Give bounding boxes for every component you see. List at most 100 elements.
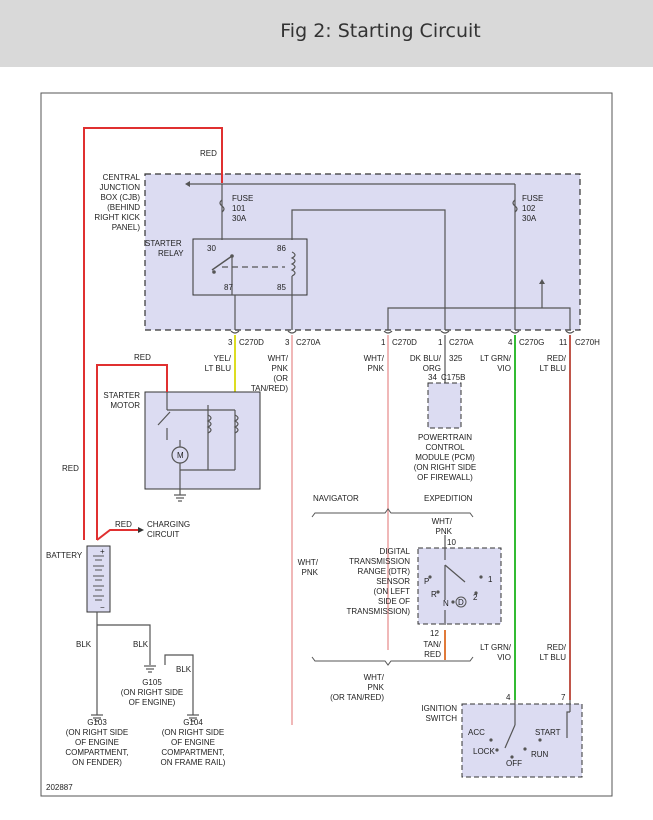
svg-text:30: 30 — [207, 244, 216, 253]
pcm-pin: 34 — [428, 373, 437, 382]
svg-text:SENSOR: SENSOR — [376, 577, 410, 586]
svg-text:OF ENGINE): OF ENGINE) — [129, 698, 176, 707]
battery-plus: + — [100, 547, 105, 556]
svg-text:WHT/: WHT/ — [268, 354, 289, 363]
figure-id: 202887 — [46, 783, 73, 792]
red-motor-label: RED — [134, 353, 151, 362]
pcm-connector: C175B — [441, 373, 465, 382]
charging-circuit-label: CHARGING CIRCUIT — [147, 520, 190, 539]
svg-text:(ON LEFT: (ON LEFT — [374, 587, 411, 596]
dtr-positions: P R N D 1 2 — [424, 575, 493, 608]
svg-text:LT BLU: LT BLU — [540, 653, 567, 662]
svg-text:1: 1 — [438, 338, 443, 347]
svg-text:3: 3 — [285, 338, 290, 347]
g104-label: G104 (ON RIGHT SIDE OF ENGINE COMPARTMEN… — [161, 718, 226, 767]
svg-text:101: 101 — [232, 204, 246, 213]
svg-text:FUSE: FUSE — [232, 194, 253, 203]
svg-text:(OR: (OR — [273, 374, 288, 383]
cjb-label: CENTRAL JUNCTION BOX (CJB) (BEHIND RIGHT… — [94, 173, 140, 232]
svg-text:3: 3 — [228, 338, 233, 347]
svg-text:(ON RIGHT SIDE: (ON RIGHT SIDE — [414, 463, 477, 472]
ignition-switch-box — [461, 703, 583, 778]
battery-box — [86, 545, 111, 613]
svg-text:ON FENDER): ON FENDER) — [72, 758, 122, 767]
connector-labels: 3 C270D 3 C270A 1 C270D 1 C270A 4 C270G … — [228, 338, 600, 347]
svg-text:PANEL): PANEL) — [112, 223, 141, 232]
svg-text:COMPARTMENT,: COMPARTMENT, — [65, 748, 128, 757]
svg-text:VIO: VIO — [497, 653, 511, 662]
relay-86-wire — [291, 209, 446, 330]
svg-text:START: START — [535, 728, 561, 737]
svg-text:OF ENGINE: OF ENGINE — [75, 738, 119, 747]
motor-ground-icon — [174, 489, 186, 502]
g103-label: G103 (ON RIGHT SIDE OF ENGINE COMPARTMEN… — [65, 718, 128, 767]
ignition-positions: ACC LOCK OFF RUN START — [468, 728, 561, 768]
dtr-label: DIGITAL TRANSMISSION RANGE (DTR) SENSOR … — [346, 547, 410, 616]
svg-text:(ON RIGHT SIDE: (ON RIGHT SIDE — [121, 688, 184, 697]
navigator-expedition-bracket-bottom — [311, 656, 474, 666]
starter-motor-internals — [157, 392, 239, 490]
starter-relay-box — [192, 238, 308, 296]
svg-text:PNK: PNK — [302, 568, 319, 577]
svg-text:RELAY: RELAY — [158, 249, 184, 258]
svg-text:TRANSMISSION: TRANSMISSION — [349, 557, 410, 566]
svg-text:ACC: ACC — [468, 728, 485, 737]
pcm-label: POWERTRAIN CONTROL MODULE (PCM) (ON RIGH… — [414, 433, 477, 482]
svg-text:LT GRN/: LT GRN/ — [480, 643, 512, 652]
battery-label: BATTERY — [46, 551, 83, 560]
svg-text:LT BLU: LT BLU — [205, 364, 232, 373]
svg-text:CHARGING: CHARGING — [147, 520, 190, 529]
svg-text:TAN/RED): TAN/RED) — [251, 384, 289, 393]
svg-text:(OR TAN/RED): (OR TAN/RED) — [330, 693, 384, 702]
svg-text:C270G: C270G — [519, 338, 544, 347]
figure-title: Fig 2: Starting Circuit — [280, 20, 481, 42]
ground-icons — [91, 665, 199, 722]
wire-labels: YEL/ LT BLU WHT/ PNK (OR TAN/RED) WHT/ P… — [205, 354, 567, 702]
svg-text:SWITCH: SWITCH — [425, 714, 457, 723]
svg-text:(ON RIGHT SIDE: (ON RIGHT SIDE — [66, 728, 129, 737]
ignition-contact-dots — [489, 738, 542, 759]
svg-text:DIGITAL: DIGITAL — [379, 547, 410, 556]
svg-text:LT GRN/: LT GRN/ — [480, 354, 512, 363]
svg-text:FUSE: FUSE — [522, 194, 543, 203]
connector-markers — [230, 330, 575, 334]
svg-text:R: R — [431, 590, 437, 599]
motor-symbol: M — [177, 451, 184, 460]
cjb-inner-bus — [387, 307, 571, 330]
svg-text:CENTRAL: CENTRAL — [103, 173, 141, 182]
svg-text:C270A: C270A — [296, 338, 321, 347]
svg-text:ORG: ORG — [423, 364, 441, 373]
svg-text:TRANSMISSION): TRANSMISSION) — [346, 607, 410, 616]
svg-text:OFF: OFF — [506, 759, 522, 768]
fuse102-label: FUSE 102 30A — [522, 194, 543, 223]
dtr-pin-bottom: 12 — [430, 629, 439, 638]
relay-30-dot — [212, 270, 216, 274]
ignition-pin-right: 7 — [561, 693, 566, 702]
svg-text:RED/: RED/ — [547, 354, 567, 363]
blk-label-1: BLK — [76, 640, 92, 649]
svg-text:2: 2 — [473, 593, 478, 602]
svg-text:G105: G105 — [142, 678, 162, 687]
svg-text:4: 4 — [508, 338, 513, 347]
svg-text:86: 86 — [277, 244, 286, 253]
svg-text:SIDE OF: SIDE OF — [378, 597, 410, 606]
svg-text:CONTROL: CONTROL — [425, 443, 465, 452]
svg-text:P: P — [424, 577, 429, 586]
svg-text:MODULE (PCM): MODULE (PCM) — [415, 453, 475, 462]
dtr-contact-dots — [428, 575, 483, 604]
svg-text:LOCK: LOCK — [473, 747, 495, 756]
starter-motor-box — [144, 391, 261, 490]
fuse102-icon — [512, 199, 518, 213]
svg-text:PNK: PNK — [436, 527, 453, 536]
red-top-wire — [83, 127, 223, 540]
svg-text:STARTER: STARTER — [103, 391, 140, 400]
svg-text:RED: RED — [424, 650, 441, 659]
svg-text:N: N — [443, 599, 449, 608]
svg-text:PNK: PNK — [368, 364, 385, 373]
svg-text:85: 85 — [277, 283, 286, 292]
pcm-box — [427, 382, 462, 429]
dtr-switch-internals — [444, 564, 466, 600]
red-charge-wire — [96, 529, 140, 541]
expedition-label: EXPEDITION — [424, 494, 473, 503]
relay-label: STARTER RELAY 30 86 87 85 — [145, 239, 286, 292]
